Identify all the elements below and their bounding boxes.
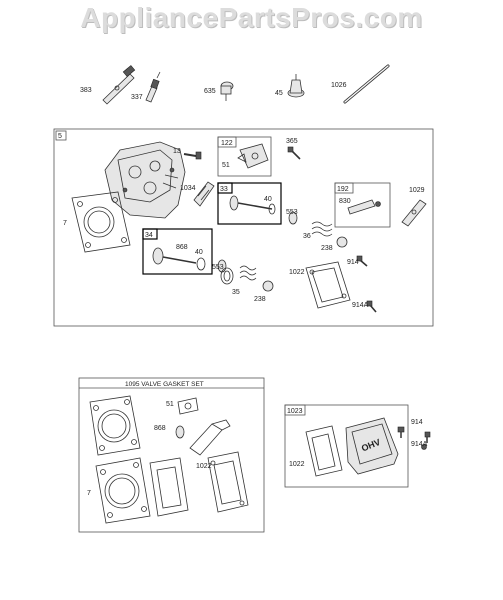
kit-screw-914a[interactable] (421, 431, 431, 450)
set-label-868: 868 (154, 425, 166, 432)
kit-id-1023: 1023 (287, 408, 303, 415)
rocker-cover-kit: 1023 1022 OHV 914 914A (284, 404, 431, 488)
label-head-gasket: 7 (63, 220, 67, 227)
label-35: 35 (232, 289, 240, 296)
rocker-arm-1029[interactable] (401, 199, 427, 227)
label-238-lower: 238 (254, 296, 266, 303)
label-553-upper: 553 (286, 209, 298, 216)
intake-valve-34[interactable] (152, 247, 206, 271)
label-13: 13 (173, 148, 181, 155)
valve-cap-238-lower[interactable] (262, 280, 274, 292)
set-head-gasket-upper[interactable] (89, 395, 141, 456)
label-1022: 1022 (289, 269, 305, 276)
label-914a: 914A (352, 302, 369, 309)
spark-plug-part-337[interactable] (145, 71, 161, 103)
breather-part-635[interactable] (220, 81, 234, 101)
label-40-upper: 40 (264, 196, 272, 203)
label-45: 45 (275, 90, 283, 97)
cylinder-head-assembly: 5 7 (53, 128, 434, 327)
rocker-stud-192[interactable] (347, 199, 381, 215)
label-1034: 1034 (180, 185, 196, 192)
kit-box-34 (142, 228, 213, 275)
label-635: 635 (204, 88, 216, 95)
kit-label-1022: 1022 (289, 461, 305, 468)
kit-gasket-1022[interactable] (305, 425, 343, 477)
label-365: 365 (286, 138, 298, 145)
assembly-id: 5 (58, 133, 62, 140)
cylinder-head[interactable] (104, 141, 186, 219)
screw-365[interactable] (287, 146, 301, 160)
rocker-cover[interactable]: OHV (345, 417, 399, 475)
push-rod-part-1026[interactable] (343, 64, 390, 104)
kit-box-33 (217, 182, 282, 225)
head-gasket[interactable] (71, 191, 131, 253)
valve-cap-238-upper[interactable] (336, 236, 348, 248)
rocker-bracket-122[interactable] (237, 143, 269, 169)
label-553-lower: 553 (212, 264, 224, 271)
set-gasket-51[interactable] (177, 397, 199, 415)
screw-914a[interactable] (366, 300, 377, 313)
kit-label-914a: 914A (411, 441, 428, 448)
set-label-7: 7 (87, 490, 91, 497)
label-914: 914 (347, 259, 359, 266)
label-192: 192 (337, 186, 349, 193)
label-1026: 1026 (331, 82, 347, 89)
label-40-lower: 40 (195, 249, 203, 256)
set-seal-868[interactable] (175, 425, 185, 439)
valve-seal-553-upper[interactable] (288, 211, 298, 225)
label-36: 36 (303, 233, 311, 240)
kit-box-192 (334, 182, 391, 228)
set-rocker-cover-gasket-right[interactable] (207, 451, 249, 513)
set-label-51: 51 (166, 401, 174, 408)
kit-box-122 (217, 136, 272, 177)
label-34: 34 (145, 232, 153, 239)
set-rocker-cover-gasket-left[interactable] (149, 457, 189, 517)
kit-label-914: 914 (411, 419, 423, 426)
plate-1034[interactable] (193, 181, 215, 207)
label-238-upper: 238 (321, 245, 333, 252)
gasket-set-title: 1095 VALVE GASKET SET (125, 381, 204, 388)
label-383: 383 (80, 87, 92, 94)
label-1029: 1029 (409, 187, 425, 194)
valve-spring-35[interactable] (220, 265, 257, 285)
label-337: 337 (131, 94, 143, 101)
set-label-1022: 1022 (196, 463, 212, 470)
head-bolt-13[interactable] (183, 151, 202, 160)
label-830: 830 (339, 198, 351, 205)
screw-914[interactable] (356, 255, 368, 267)
watermark: AppliancePartsPros.com (80, 2, 423, 33)
set-head-gasket-lower[interactable] (95, 457, 151, 524)
set-gasket-strip[interactable] (189, 419, 231, 456)
label-51-top: 51 (222, 162, 230, 169)
label-122: 122 (221, 140, 233, 147)
valve-gasket-set: 1095 VALVE GASKET SET 7 (78, 377, 265, 533)
rocker-cover-gasket-1022[interactable] (305, 261, 351, 309)
rocker-arm-part-383[interactable] (102, 65, 136, 105)
label-868: 868 (176, 244, 188, 251)
valve-guide-part-45[interactable] (287, 74, 305, 98)
kit-screw-914[interactable] (397, 426, 405, 438)
label-33: 33 (220, 186, 228, 193)
exhaust-valve-33[interactable] (229, 195, 276, 215)
valve-spring-36[interactable] (311, 221, 333, 237)
